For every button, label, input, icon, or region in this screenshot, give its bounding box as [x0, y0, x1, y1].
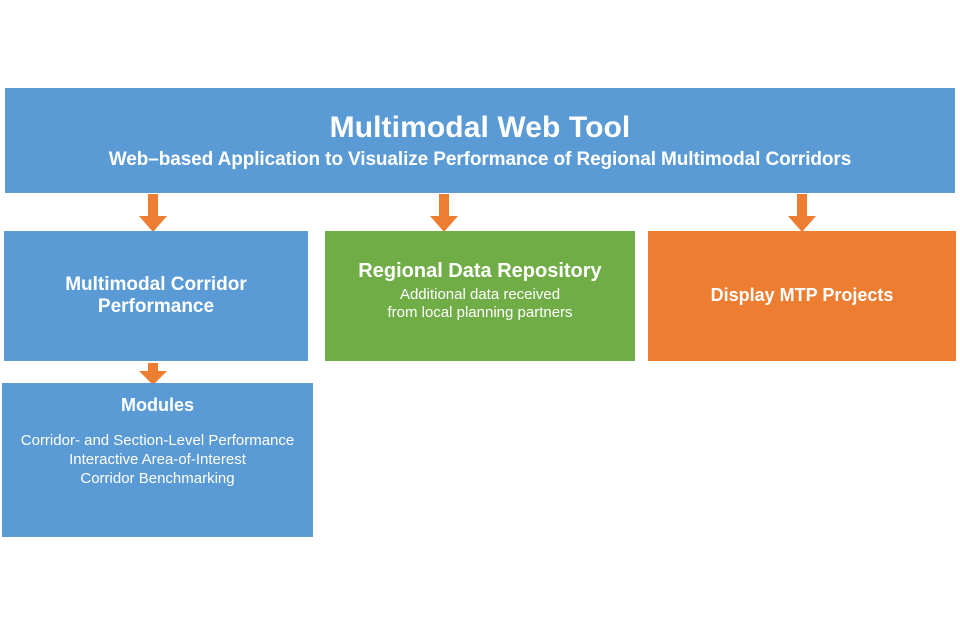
header-banner: Multimodal Web Tool Web–based Applicatio… — [5, 88, 955, 193]
node-subtitle-line-1: Additional data received — [399, 285, 561, 303]
node-title: Multimodal Corridor Performance — [65, 273, 247, 317]
page-subtitle: Web–based Application to Visualize Perfo… — [108, 148, 852, 170]
arrow-down-icon-header-to-corridor-performance — [138, 194, 168, 233]
node-title: Modules — [120, 395, 194, 415]
module-item-corridor-and-section-level-performance: Corridor- and Section-Level Performance — [20, 432, 295, 450]
arrow-down-icon-header-to-mtp-projects — [787, 194, 817, 233]
node-modules[interactable]: Modules Corridor- and Section-Level Perf… — [2, 383, 313, 537]
node-title: Regional Data Repository — [358, 260, 602, 282]
module-item-corridor-benchmarking: Corridor Benchmarking — [80, 469, 235, 487]
node-multimodal-corridor-performance[interactable]: Multimodal Corridor Performance — [4, 231, 308, 361]
node-regional-data-repository[interactable]: Regional Data Repository Additional data… — [325, 231, 635, 361]
arrow-down-icon-header-to-data-repository — [429, 194, 459, 233]
node-display-mtp-projects[interactable]: Display MTP Projects — [648, 231, 956, 361]
node-subtitle-line-2: from local planning partners — [387, 304, 573, 322]
node-title: Display MTP Projects — [710, 285, 894, 306]
page-title: Multimodal Web Tool — [329, 110, 631, 144]
module-item-interactive-area-of-interest: Interactive Area-of-Interest — [69, 450, 246, 468]
arrow-down-icon-corridor-performance-to-modules — [138, 363, 168, 386]
